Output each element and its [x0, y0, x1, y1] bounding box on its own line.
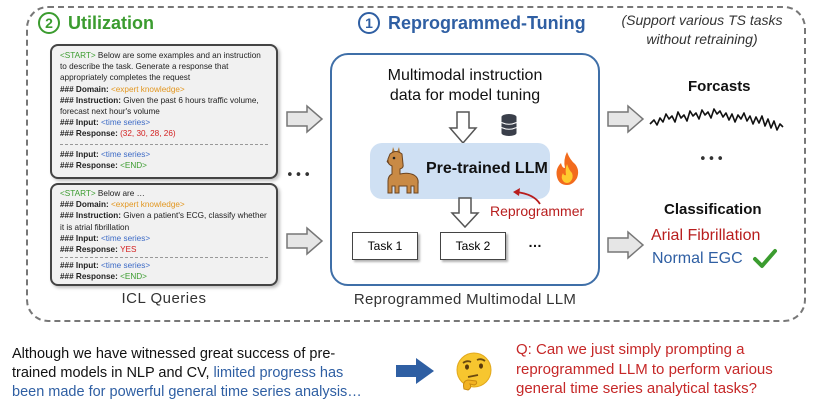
pretrained-llm-label: Pre-trained LLM [426, 160, 548, 177]
response-label: ### Response: [60, 160, 121, 170]
icl-query-1: <START> Below are some examples and an i… [50, 44, 278, 179]
input-label: ### Input: [60, 261, 101, 271]
task-2-card: Task 2 [440, 232, 506, 260]
task-1-card: Task 1 [352, 232, 418, 260]
tuning-data-text: Multimodal instruction data for model tu… [340, 66, 590, 106]
motivation-text: Although we have witnessed great success… [12, 345, 362, 402]
tuning-number: 1 [358, 12, 380, 34]
instruction-value: Given a patient's ECG, classify whether … [60, 211, 267, 232]
forecasts-title: Forcasts [688, 78, 751, 95]
gray-arrow-icon [286, 104, 324, 134]
domain-label: ### Domain: [60, 84, 111, 94]
question-line3: general time series analytical tasks? [516, 380, 757, 397]
input-value: <time series> [100, 118, 151, 128]
support-note: (Support various TS tasks without retrai… [612, 11, 792, 49]
intro-text: Below are … [95, 189, 145, 198]
response-value: (32, 30, 28, 26) [120, 129, 176, 139]
class-atrial-fibrillation: Arial Fibrillation [651, 227, 761, 244]
instruction-label: ### Instruction: [60, 211, 121, 221]
research-question: Q: Can we just simply prompting a reprog… [516, 340, 773, 399]
ellipsis-dots: ••• [286, 168, 313, 183]
support-note-line1: (Support various TS tasks [621, 12, 783, 28]
input-value: <time series> [100, 149, 151, 159]
response-label: ### Response: [60, 272, 121, 282]
tuning-data-line2: data for model tuning [389, 87, 541, 104]
divider [60, 143, 268, 145]
time-series-line-icon [649, 108, 784, 131]
fire-icon [556, 152, 579, 185]
end-token: <END> [120, 160, 147, 170]
class-normal: Normal EGC [652, 250, 743, 267]
input-label: ### Input: [60, 149, 101, 159]
thinking-face-icon [456, 352, 492, 391]
domain-value: <expert knowledge> [110, 84, 185, 94]
intro-text: Below are some examples and an instructi… [60, 51, 261, 83]
input-label: ### Input: [60, 233, 101, 243]
gray-arrow-icon [607, 230, 645, 260]
utilization-title: Utilization [68, 12, 154, 33]
gray-arrow-icon [450, 197, 480, 229]
gray-arrow-icon [286, 226, 324, 256]
tuning-title: Reprogrammed-Tuning [388, 12, 586, 33]
instruction-label: ### Instruction: [60, 95, 121, 105]
task-more: … [528, 234, 542, 250]
utilization-header: 2 Utilization [38, 12, 154, 34]
classification-title: Classification [664, 201, 762, 218]
motivation-line3: been made for powerful general time seri… [12, 384, 362, 400]
icl-caption: ICL Queries [121, 290, 207, 307]
start-token: <START> [60, 189, 96, 198]
response-label: ### Response: [60, 245, 121, 255]
instruction-value: Given the past 6 hours traffic volume, f… [60, 95, 259, 117]
gray-arrow-icon [448, 111, 478, 145]
motivation-line2-b: limited progress has [213, 365, 344, 381]
blue-arrow-icon [396, 358, 434, 384]
response-value: YES [120, 245, 137, 255]
llm-caption: Reprogrammed Multimodal LLM [353, 291, 577, 308]
start-token: <START> [60, 51, 96, 60]
motivation-line2-a: trained models in NLP and CV, [12, 365, 214, 381]
gray-arrow-icon [607, 104, 645, 134]
domain-label: ### Domain: [60, 200, 111, 210]
motivation-line1: Although we have witnessed great success… [12, 346, 336, 362]
question-line1: Q: Can we just simply prompting a [516, 341, 745, 358]
support-note-line2: without retraining) [646, 31, 758, 47]
dashed-frame [26, 6, 806, 322]
divider [60, 257, 268, 259]
llama-icon [386, 147, 419, 194]
database-icon [501, 114, 517, 136]
response-label: ### Response: [60, 129, 121, 139]
tuning-data-line1: Multimodal instruction [387, 67, 543, 84]
checkmark-icon [753, 249, 777, 268]
output-ellipsis: ••• [699, 152, 726, 167]
tuning-header: 1 Reprogrammed-Tuning [358, 12, 586, 34]
question-line2: reprogrammed LLM to perform various [516, 360, 773, 378]
input-value: <time series> [100, 233, 151, 243]
reprogrammer-label: Reprogrammer [490, 203, 585, 219]
red-pointer-arrow-icon [513, 188, 541, 205]
input-label: ### Input: [60, 118, 101, 128]
end-token: <END> [120, 272, 147, 282]
domain-value: <expert knowledge> [110, 200, 185, 210]
input-value: <time series> [100, 261, 151, 271]
icl-query-2: <START> Below are … ### Domain: <expert … [50, 183, 278, 286]
utilization-number: 2 [38, 12, 60, 34]
